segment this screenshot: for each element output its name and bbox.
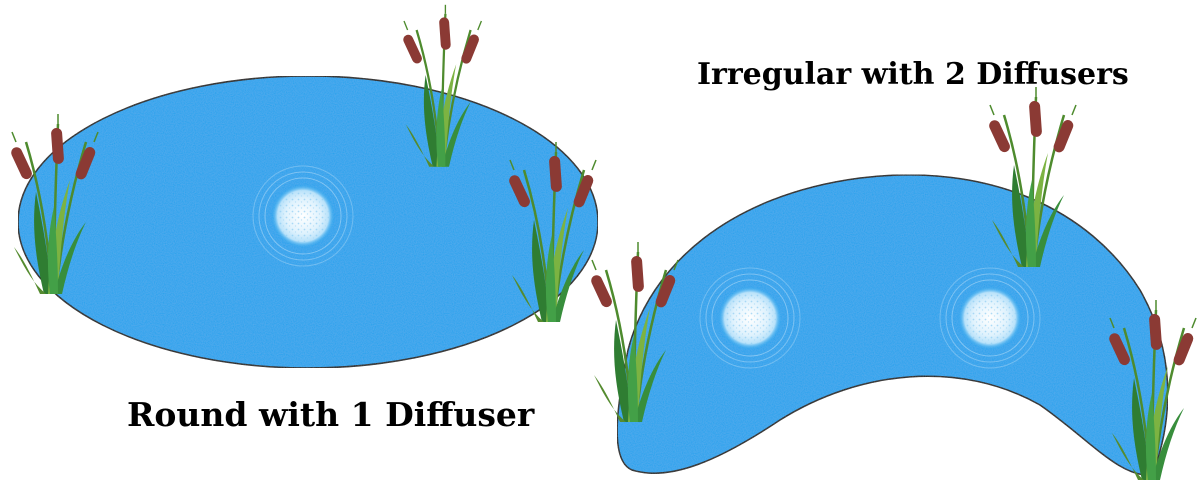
irregular-pond-water: [616, 174, 1169, 476]
irregular-pond-caption: Irregular with 2 Diffusers: [697, 57, 1129, 92]
round-pond-caption: Round with 1 Diffuser: [127, 395, 535, 434]
irregular-pond: [616, 174, 1169, 476]
round-pond: [17, 75, 599, 369]
